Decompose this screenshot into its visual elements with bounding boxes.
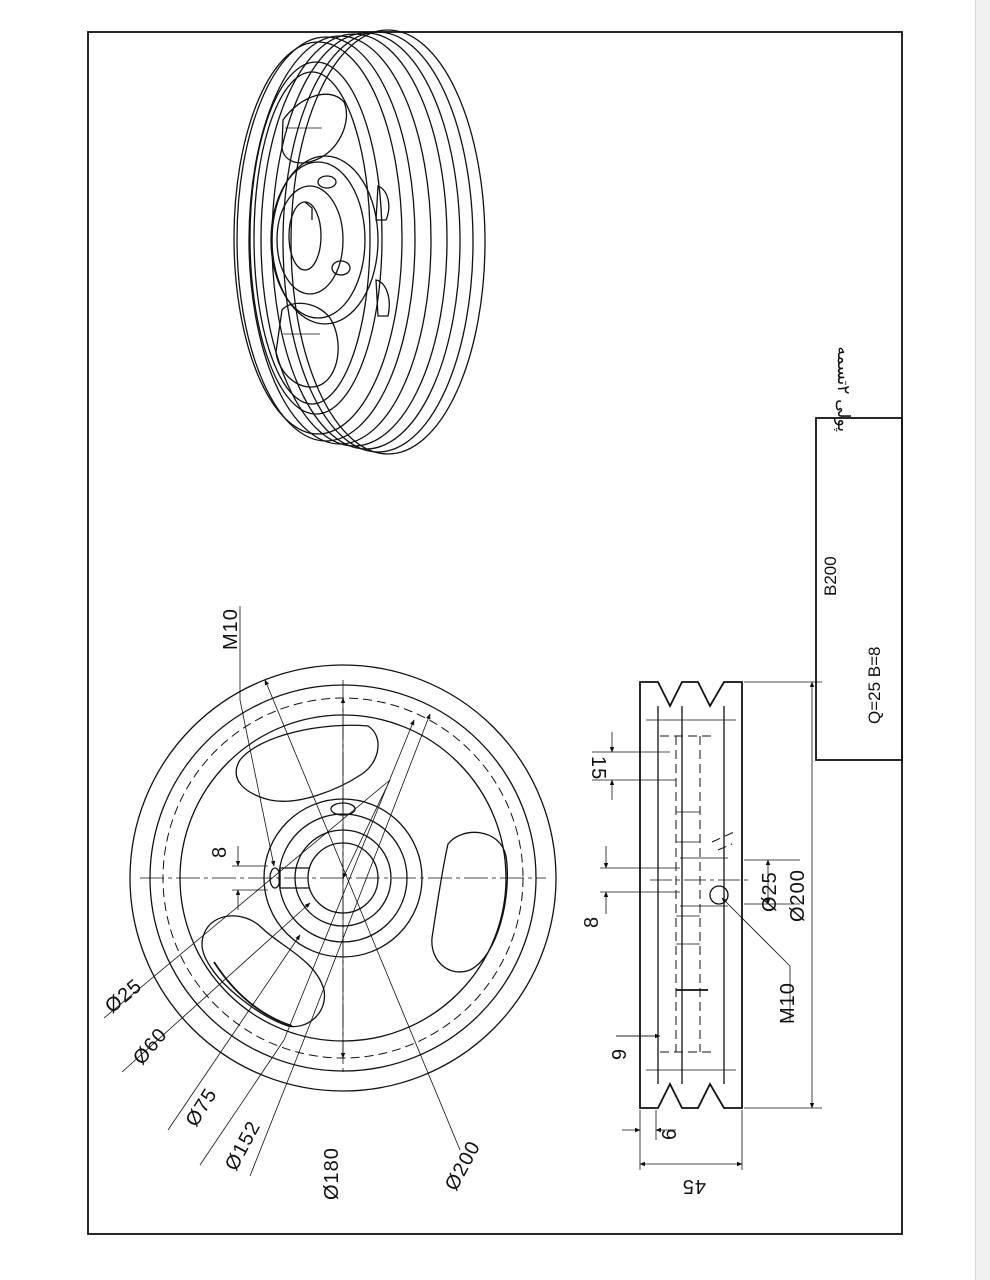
dim-side-key-8: 8 <box>581 916 603 928</box>
title-code: B200 <box>821 556 840 596</box>
sheet-border <box>87 31 903 1235</box>
front-view: M10 8 Ø25 Ø60 Ø75 Ø152 Ø180 Ø200 <box>101 606 557 1200</box>
isometric-view <box>233 29 486 455</box>
title-params: Q=25 B=8 <box>865 646 884 724</box>
dim-front-d60: Ø60 <box>129 1024 172 1069</box>
title-part-name: پولی ۲تسمه <box>833 346 853 432</box>
dim-side-15: 15 <box>587 756 609 780</box>
side-view: 15 8 Ø25 Ø200 M10 9 6 45 <box>581 681 822 1197</box>
dim-side-45: 45 <box>682 1175 706 1197</box>
dim-side-d200: Ø200 <box>787 869 809 922</box>
dim-front-d75: Ø75 <box>182 1084 222 1130</box>
dim-front-d200: Ø200 <box>441 1137 485 1194</box>
dim-side-9: 9 <box>609 1048 631 1060</box>
dim-front-d152: Ø152 <box>221 1117 265 1174</box>
dim-side-m10: M10 <box>777 982 799 1024</box>
dim-side-6: 6 <box>659 1128 681 1140</box>
dim-front-m10: M10 <box>220 608 242 650</box>
dim-side-d25: Ø25 <box>759 871 781 912</box>
title-block: پولی ۲تسمه B200 Q=25 B=8 <box>815 346 903 761</box>
dim-front-key-8: 8 <box>209 846 231 858</box>
page-edge-strip <box>975 0 990 1280</box>
dim-front-d25: Ø25 <box>101 975 146 1018</box>
dim-front-d180: Ø180 <box>321 1147 343 1200</box>
